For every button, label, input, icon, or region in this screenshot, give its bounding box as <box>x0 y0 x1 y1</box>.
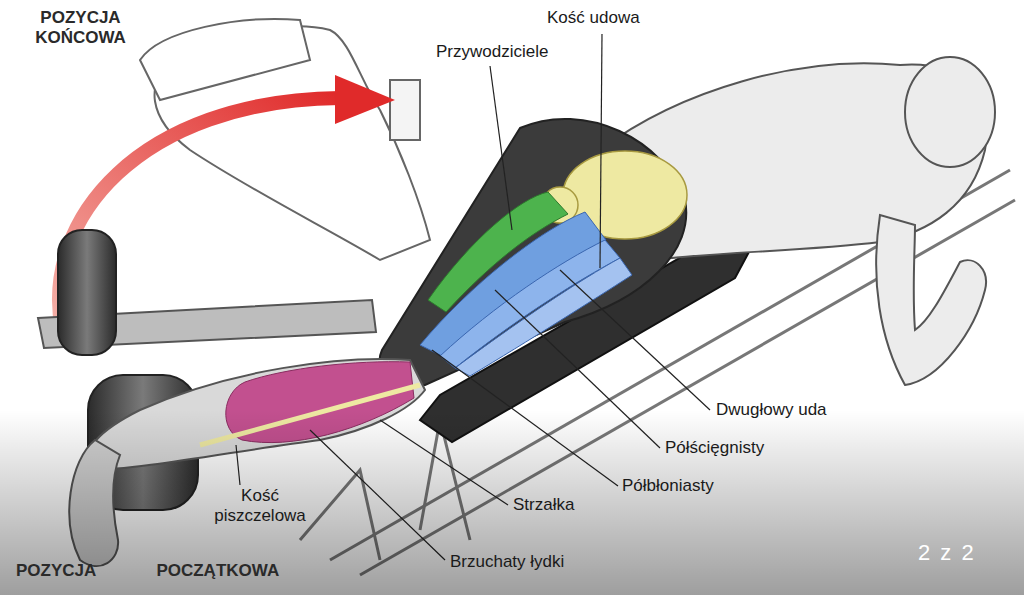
thigh <box>379 119 686 387</box>
position-label: POZYCJA POCZĄTKOWA <box>16 561 279 581</box>
semimembranosus-muscle <box>455 258 632 376</box>
part-label: Dwugłowy uda <box>716 400 827 420</box>
roller-pad <box>58 230 116 355</box>
end-position-leg <box>140 19 430 260</box>
part-label: Kość udowa <box>547 8 640 28</box>
bottom-shade <box>0 410 1024 595</box>
semitendinosus-muscle <box>440 240 620 368</box>
position-label: POZYCJA KOŃCOWA <box>18 8 143 49</box>
part-label: Kość piszczelowa <box>200 486 320 527</box>
part-label: Półbłoniasty <box>622 476 714 496</box>
page-number: 2 z 2 <box>918 540 976 566</box>
part-label: Strzałka <box>513 495 574 515</box>
part-label: Brzuchaty łydki <box>450 552 564 572</box>
part-label: Przywodziciele <box>436 42 548 62</box>
part-label: Półścięgnisty <box>665 438 764 458</box>
